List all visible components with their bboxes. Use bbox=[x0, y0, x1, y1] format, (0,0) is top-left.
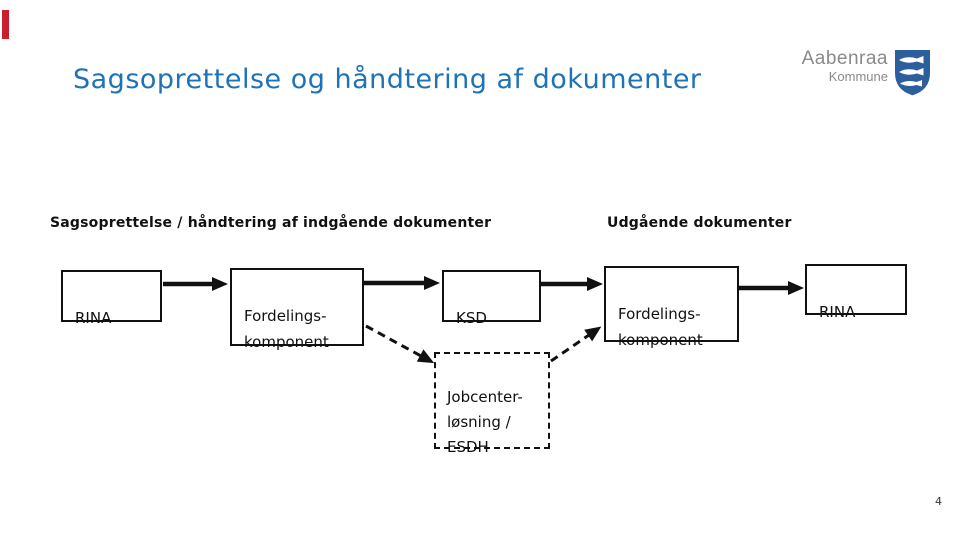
node-label: KSD bbox=[456, 309, 487, 327]
node-label: Fordelings- komponent bbox=[244, 307, 329, 351]
section-header-inbound: Sagsoprettelse / håndtering af indgående… bbox=[50, 215, 492, 231]
coat-of-arms-shield-icon bbox=[895, 50, 930, 96]
node-label: Jobcenter- løsning / ESDH bbox=[447, 388, 523, 456]
diagram-node-fordelingskomponent-inbound: Fordelings- komponent bbox=[230, 268, 364, 351]
section-header-outbound: Udgående dokumenter bbox=[607, 215, 792, 231]
logo-text: Aabenraa Kommune bbox=[801, 48, 888, 85]
diagram-node-rina-inbound: RINA bbox=[61, 270, 162, 327]
red-accent-bar bbox=[2, 10, 9, 39]
node-label: Fordelings- komponent bbox=[618, 305, 703, 349]
diagram-node-jobcenter-esdh: Jobcenter- løsning / ESDH bbox=[434, 352, 550, 456]
slide-title: Sagsoprettelse og håndtering af dokument… bbox=[73, 64, 702, 95]
node-label: RINA bbox=[819, 303, 856, 321]
diagram-node-ksd: KSD bbox=[442, 270, 541, 327]
aabenraa-kommune-logo: Aabenraa Kommune bbox=[802, 49, 931, 96]
diagram-node-fordelingskomponent-outbound: Fordelings- komponent bbox=[604, 266, 739, 349]
dashed-arrow-jobcenter-to-fordeling-out bbox=[550, 326, 602, 363]
node-label: RINA bbox=[75, 309, 112, 327]
page-number: 4 bbox=[935, 495, 942, 508]
dashed-arrow-fordeling-in-to-jobcenter bbox=[365, 324, 435, 364]
logo-kommune-label: Kommune bbox=[828, 69, 888, 84]
logo-municipality-name: Aabenraa bbox=[801, 48, 888, 69]
diagram-node-rina-outbound: RINA bbox=[805, 264, 907, 321]
